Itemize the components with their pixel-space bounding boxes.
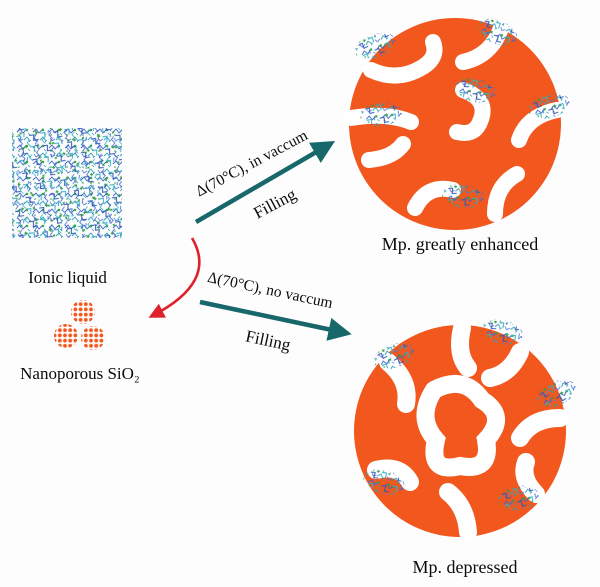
silica-label: Nanoporous SiO₂ [20,364,140,383]
upper-process-arrow [194,141,336,224]
silica-sphere [54,324,78,348]
ionic-liquid-label: Ionic liquid [28,268,107,287]
silica-nanoparticles [54,300,105,350]
enhanced-result-label: Mp. greatly enhanced [381,234,539,254]
red-curved-arrow [148,237,201,318]
depressed-product-sphere [354,316,581,541]
silica-sphere [71,300,95,324]
silica-sphere [81,326,105,350]
enhanced-product-sphere [343,13,573,230]
depressed-result-label: Mp. depressed [412,557,518,577]
lower-process-arrow [199,299,352,341]
ionic-liquid-texture [12,128,122,238]
